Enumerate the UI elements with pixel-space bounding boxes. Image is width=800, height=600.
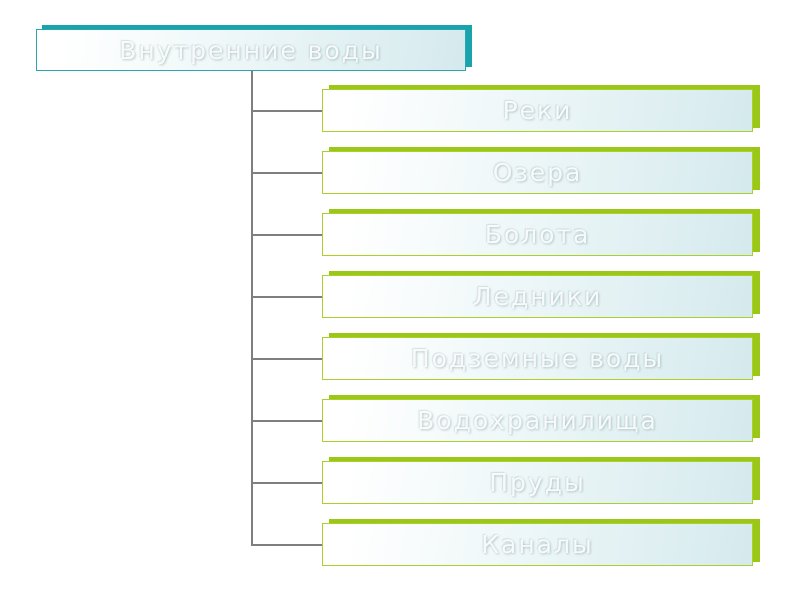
child-node-6: Водохранилища — [322, 399, 753, 442]
child-node-label: Водохранилища — [417, 406, 658, 435]
child-nodes-column: Реки Озера Болота Ледники Подземные воды… — [322, 89, 753, 566]
connector-trunk-line — [251, 71, 253, 546]
child-node-label: Реки — [502, 96, 573, 125]
connector-branch-line — [251, 544, 322, 546]
child-node-label: Каналы — [481, 530, 594, 559]
connector-branch-line — [251, 296, 322, 298]
root-node-label: Внутренние воды — [119, 35, 383, 65]
child-node-label: Озера — [492, 158, 583, 187]
connector-branch-line — [251, 172, 322, 174]
connector-branch-line — [251, 234, 322, 236]
child-node-1: Реки — [322, 89, 753, 132]
connector-branch-line — [251, 110, 322, 112]
child-node-4: Ледники — [322, 275, 753, 318]
child-node-7: Пруды — [322, 461, 753, 504]
connector-branch-line — [251, 482, 322, 484]
child-node-2: Озера — [322, 151, 753, 194]
root-node: Внутренние воды — [36, 29, 466, 71]
child-node-label: Подземные воды — [410, 344, 665, 373]
child-node-label: Болота — [484, 220, 591, 249]
child-node-5: Подземные воды — [322, 337, 753, 380]
connector-branch-line — [251, 358, 322, 360]
child-node-3: Болота — [322, 213, 753, 256]
child-node-label: Пруды — [489, 468, 586, 497]
connector-branch-line — [251, 420, 322, 422]
child-node-8: Каналы — [322, 523, 753, 566]
child-node-label: Ледники — [472, 282, 603, 311]
